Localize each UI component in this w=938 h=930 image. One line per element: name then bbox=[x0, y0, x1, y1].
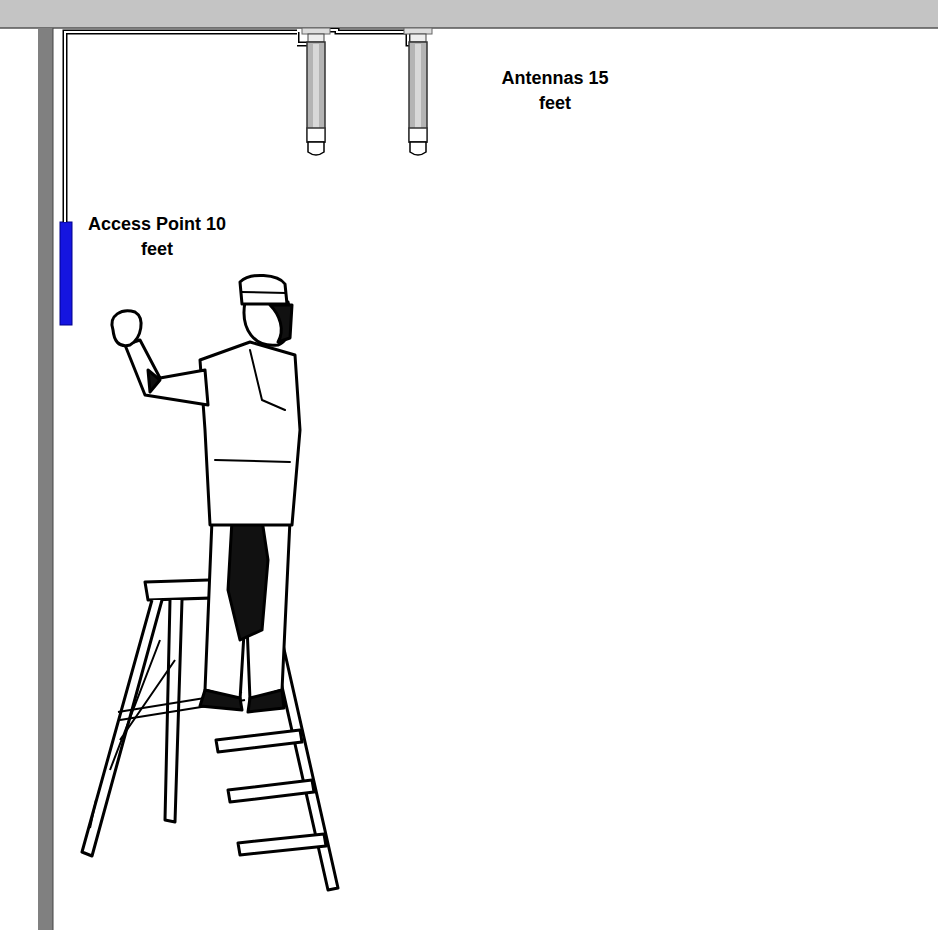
node-label: Access Point 10 feet bbox=[82, 212, 232, 262]
cable-connector bbox=[65, 32, 297, 222]
node-label: Antennas 15 feet bbox=[495, 66, 615, 116]
ceiling bbox=[0, 0, 938, 28]
wall bbox=[38, 28, 53, 930]
access-point-unit bbox=[60, 222, 72, 325]
antenna bbox=[404, 28, 432, 155]
access-point: Access Point 10 feet bbox=[58, 222, 238, 325]
ceiling-edge bbox=[0, 27, 938, 29]
cable-core bbox=[65, 32, 297, 222]
antenna-graphic bbox=[297, 28, 457, 160]
antenna bbox=[302, 28, 330, 155]
worker-figure bbox=[112, 275, 300, 712]
antenna-pair: Antennas 15 feet bbox=[297, 28, 617, 160]
cable-group bbox=[65, 32, 297, 222]
wall-edge bbox=[53, 28, 54, 930]
